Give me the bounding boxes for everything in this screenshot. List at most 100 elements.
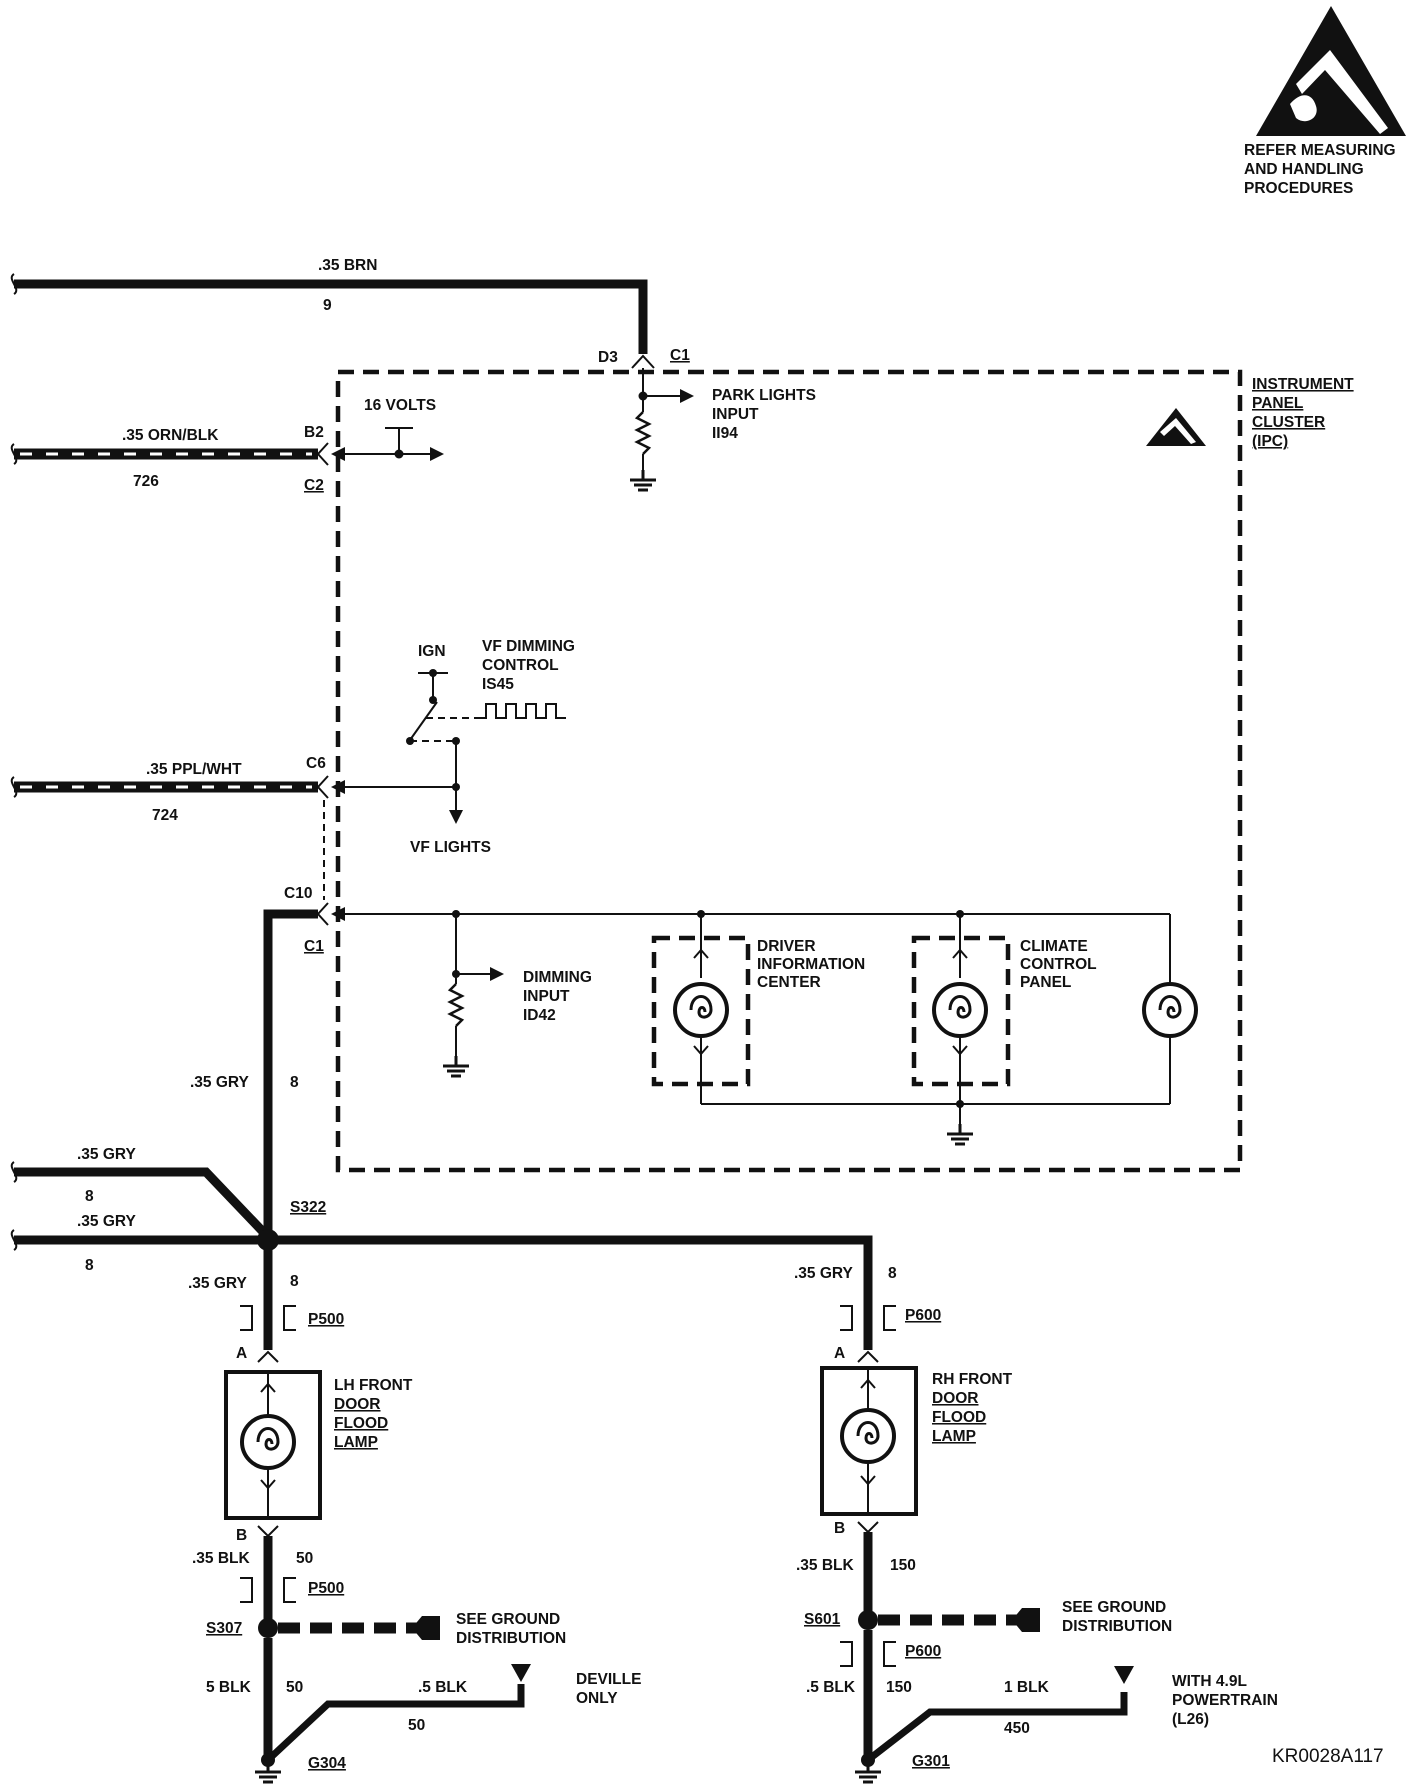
wire-brn-9 [14, 279, 648, 354]
deville-text-2: ONLY [576, 1690, 618, 1707]
lh-lamp-feed-chevron [260, 1382, 276, 1393]
powertrain-text-3: (L26) [1172, 1711, 1209, 1728]
rh-lamp-bulb-icon [840, 1408, 896, 1464]
dimming-input-arrow [331, 907, 345, 921]
ground-dist-rh-arrow [1012, 1608, 1040, 1632]
esd-small-icon [1146, 408, 1206, 446]
splice-s601 [858, 1610, 878, 1630]
vf-switch-blade [409, 701, 438, 741]
ccp-text-2: CONTROL [1020, 956, 1097, 973]
dimming-output-arrow [490, 967, 504, 981]
pwm-waveform [477, 703, 566, 719]
park-lights-text-2: INPUT [712, 406, 759, 423]
lh-lamp-return-chevron [260, 1479, 276, 1490]
ground-g304-icon [253, 1760, 283, 1784]
pin-c10-label: C10 [284, 885, 312, 902]
wire-blk5-rh-color: .5 BLK [806, 1679, 856, 1696]
pin-rh-b-connector [857, 1521, 879, 1534]
ground-dist-lh-arrow [412, 1616, 440, 1640]
wire-blk5-lh-branch [265, 1684, 525, 1763]
pin-rh-a-label: A [834, 1345, 845, 1362]
splice-s307 [258, 1618, 278, 1638]
wire-break-gry-in2 [10, 1229, 18, 1251]
wire-ppl-wht-color: .35 PPL/WHT [146, 761, 242, 778]
connector-p500-top-label: P500 [308, 1311, 344, 1328]
wire-blk1-rh-branch [865, 1692, 1128, 1763]
pin-rh-b-label: B [834, 1520, 845, 1537]
wire-gry-main-color: .35 GRY [190, 1074, 250, 1091]
ground-dist-rh-text-2: DISTRIBUTION [1062, 1618, 1172, 1635]
connector-p600-bottom-label: P600 [905, 1643, 941, 1660]
vf-dimming-text-1: VF DIMMING [482, 638, 575, 655]
pin-lh-a-label: A [236, 1345, 247, 1362]
dimming-input-resistor [448, 982, 464, 1028]
volts-label: 16 VOLTS [364, 397, 436, 414]
connector-p500-top [240, 1305, 296, 1331]
ccp-text-3: PANEL [1020, 974, 1071, 991]
vf-input-arrow [331, 780, 345, 794]
wire-gry-in2-circuit: 8 [85, 1257, 94, 1274]
wire-gry-in1-circuit: 8 [85, 1188, 94, 1205]
dic-return-chevron [693, 1045, 709, 1056]
warning-text-line-2: AND HANDLING [1244, 161, 1364, 178]
ground-dist-rh-text-1: SEE GROUND [1062, 1599, 1166, 1616]
wire-blk-lh-circuit: 50 [296, 1550, 313, 1567]
pin-c6-label: C6 [306, 755, 326, 772]
wire-gry-rh-feed [268, 1235, 873, 1350]
dic-text-3: CENTER [757, 974, 821, 991]
ipc-module-border [335, 369, 1243, 1173]
pin-c1-top-label: C1 [670, 347, 690, 364]
park-lights-resistor [635, 410, 651, 456]
powertrain-text-2: POWERTRAIN [1172, 1692, 1278, 1709]
wire-gry-main-circuit: 8 [290, 1074, 299, 1091]
wire-blk5-lh-color: 5 BLK [206, 1679, 252, 1696]
pin-lh-a-connector [257, 1350, 279, 1363]
dimming-input-text-2: INPUT [523, 988, 570, 1005]
pin-c10-connector [316, 902, 329, 926]
rh-lamp-text-4: LAMP [932, 1428, 976, 1445]
wire-blk5-lh-branch-color: .5 BLK [418, 1679, 468, 1696]
wire-blk5-lh-circuit: 50 [286, 1679, 303, 1696]
pin-b2-label: B2 [304, 424, 324, 441]
connector-p500-bottom [240, 1577, 296, 1603]
switch-top-contact [429, 696, 437, 704]
ipc-name-line-4: (IPC) [1252, 433, 1288, 450]
dic-text-2: INFORMATION [757, 956, 865, 973]
powertrain-text-1: WITH 4.9L [1172, 1673, 1247, 1690]
pin-b2-connector [316, 442, 329, 466]
ground-g301-node [861, 1753, 875, 1767]
rh-lamp-return-chevron [860, 1475, 876, 1486]
deville-connector [511, 1664, 531, 1682]
park-lights-text-1: PARK LIGHTS [712, 387, 816, 404]
ipc-name-line-3: CLUSTER [1252, 414, 1325, 431]
vf-lights-label: VF LIGHTS [410, 839, 491, 856]
ground-g304-label: G304 [308, 1755, 346, 1772]
third-bulb-icon [1142, 982, 1198, 1038]
wire-blk-rh-color: .35 BLK [796, 1557, 855, 1574]
pin-c1-mid-label: C1 [304, 938, 324, 955]
ipc-ground-icon [945, 1122, 975, 1146]
vf-lights-arrow [449, 810, 463, 824]
ccp-text-1: CLIMATE [1020, 938, 1088, 955]
wire-gry-in1-8 [14, 1167, 272, 1241]
rh-lamp-text-3: FLOOD [932, 1409, 986, 1426]
connector-p600-top-label: P600 [905, 1307, 941, 1324]
pin-lh-b-connector [257, 1525, 279, 1538]
ipc-name-line-2: PANEL [1252, 395, 1303, 412]
ccp-return-chevron [952, 1045, 968, 1056]
wire-orn-blk-circuit: 726 [133, 473, 159, 490]
wire-break-brn [10, 273, 18, 295]
rh-lamp-feed-chevron [860, 1378, 876, 1389]
bulb-return-node [956, 1100, 964, 1108]
lh-flood-lamp-housing [224, 1370, 322, 1520]
ground-g304-node [261, 1753, 275, 1767]
wire-brn-color: .35 BRN [318, 257, 377, 274]
dimming-input-text-3: ID42 [523, 1007, 556, 1024]
figure-code: KR0028A117 [1272, 1746, 1384, 1767]
pin-d3-connector [631, 354, 655, 369]
wire-blk1-rh-color: 1 BLK [1004, 1679, 1050, 1696]
wire-break-orn-blk [10, 443, 18, 465]
ign-label: IGN [418, 643, 446, 660]
dic-bulb-icon [673, 982, 729, 1038]
